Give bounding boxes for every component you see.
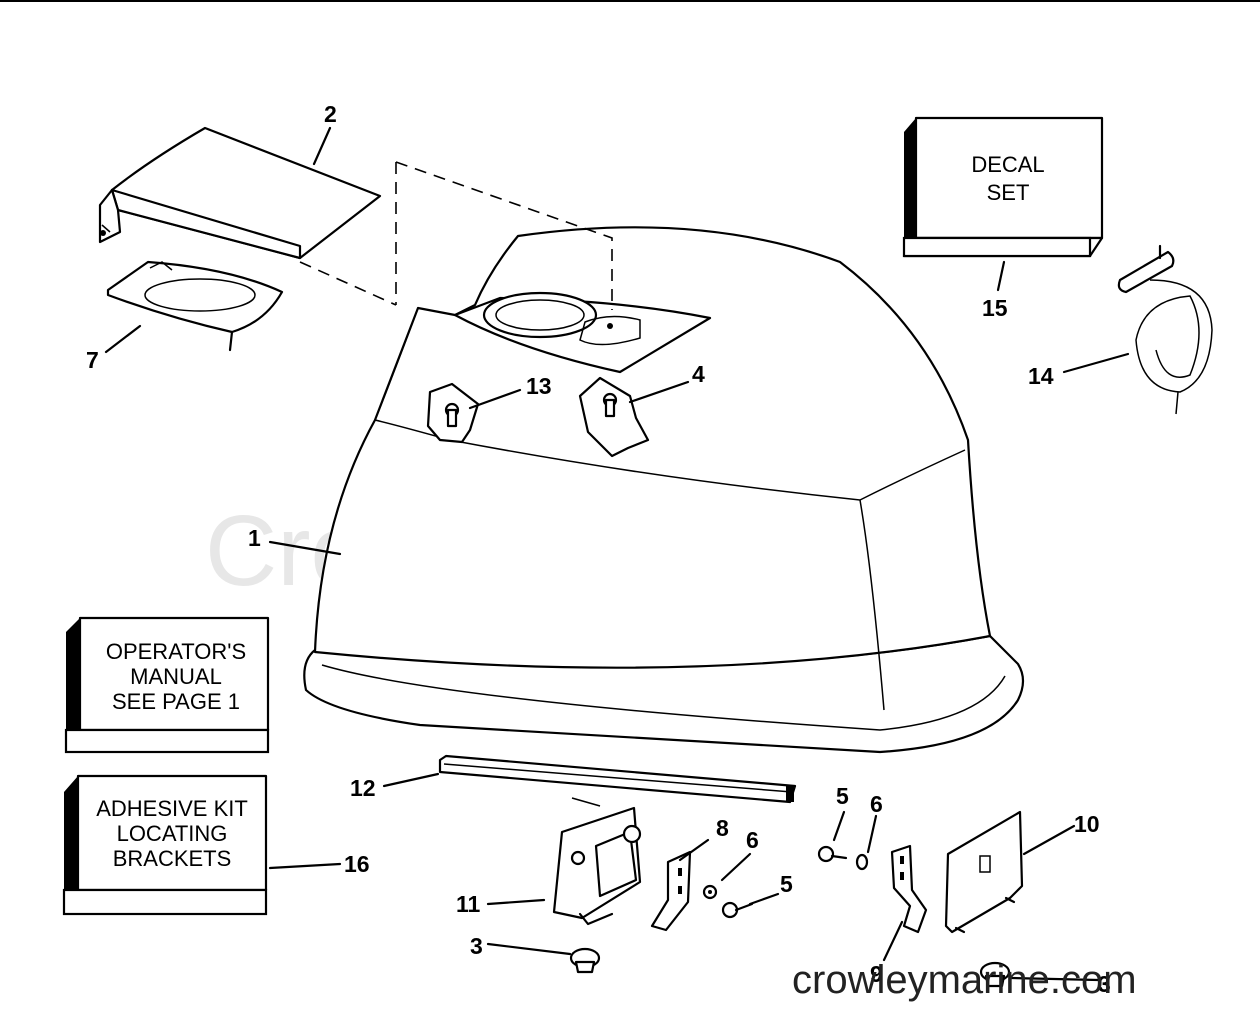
callout-15: 15	[982, 295, 1008, 321]
decal-box-line2: SET	[987, 180, 1030, 205]
washer-6a-part[interactable]	[702, 884, 718, 900]
callout-5b: 5	[780, 871, 793, 897]
grommet-3b-part[interactable]	[979, 961, 1011, 988]
manual-box-line2: MANUAL	[130, 664, 222, 689]
alignment-dashed-lines	[299, 161, 613, 310]
operators-manual-box[interactable]: OPERATOR'S MANUAL SEE PAGE 1	[64, 616, 270, 754]
callout-4: 4	[692, 361, 705, 387]
callout-14: 14	[1028, 363, 1054, 389]
callout-10: 10	[1074, 811, 1100, 837]
decal-box-line1: DECAL	[971, 152, 1044, 177]
callout-3a: 3	[470, 933, 483, 959]
callout-5a: 5	[836, 783, 849, 809]
screw-5b-part[interactable]	[817, 845, 848, 863]
gasket-part[interactable]	[106, 260, 284, 352]
bracket-8-part[interactable]	[650, 850, 692, 932]
callout-6b: 6	[870, 791, 883, 817]
bracket-13-part[interactable]	[426, 382, 480, 444]
callout-12: 12	[350, 775, 376, 801]
callout-16: 16	[344, 851, 370, 877]
callout-13: 13	[526, 373, 552, 399]
callout-6a: 6	[746, 827, 759, 853]
adhesive-box-line3: BRACKETS	[113, 846, 232, 871]
washer-6b-part[interactable]	[855, 853, 869, 871]
latch-assembly-part[interactable]	[552, 797, 642, 926]
callout-2: 2	[324, 101, 337, 127]
top-cover-plate-part[interactable]	[98, 126, 382, 260]
motor-cover-part[interactable]	[303, 226, 1025, 754]
manual-box-line3: SEE PAGE 1	[112, 689, 240, 714]
screw-5a-part[interactable]	[721, 901, 754, 919]
callout-7: 7	[86, 347, 99, 373]
callout-numbers: 2 7 1 13 4 15 14 12 16 11 8 6 5 5 6 10 9…	[86, 101, 1111, 997]
callout-8: 8	[716, 815, 729, 841]
adhesive-box-line2: LOCATING	[117, 821, 228, 846]
leader-lines	[104, 126, 1130, 982]
site-url-watermark[interactable]: crowleymarine.com	[792, 958, 1137, 1002]
plate-10-part[interactable]	[944, 810, 1024, 934]
callout-3b: 3	[1098, 971, 1111, 997]
adhesive-box-line1: ADHESIVE KIT	[96, 796, 248, 821]
bracket-4-part[interactable]	[578, 376, 650, 458]
callout-9: 9	[870, 961, 883, 987]
decal-set-box[interactable]: DECAL SET	[902, 116, 1104, 258]
grommet-3a-part[interactable]	[569, 947, 601, 974]
callout-1: 1	[248, 525, 261, 551]
cable-14-part[interactable]	[1117, 244, 1213, 415]
callout-11: 11	[456, 891, 481, 917]
manual-box-line1: OPERATOR'S	[106, 639, 246, 664]
seal-strip-part[interactable]	[438, 754, 797, 804]
adhesive-kit-box[interactable]: ADHESIVE KIT LOCATING BRACKETS	[62, 774, 268, 916]
bracket-9-part[interactable]	[890, 844, 928, 934]
